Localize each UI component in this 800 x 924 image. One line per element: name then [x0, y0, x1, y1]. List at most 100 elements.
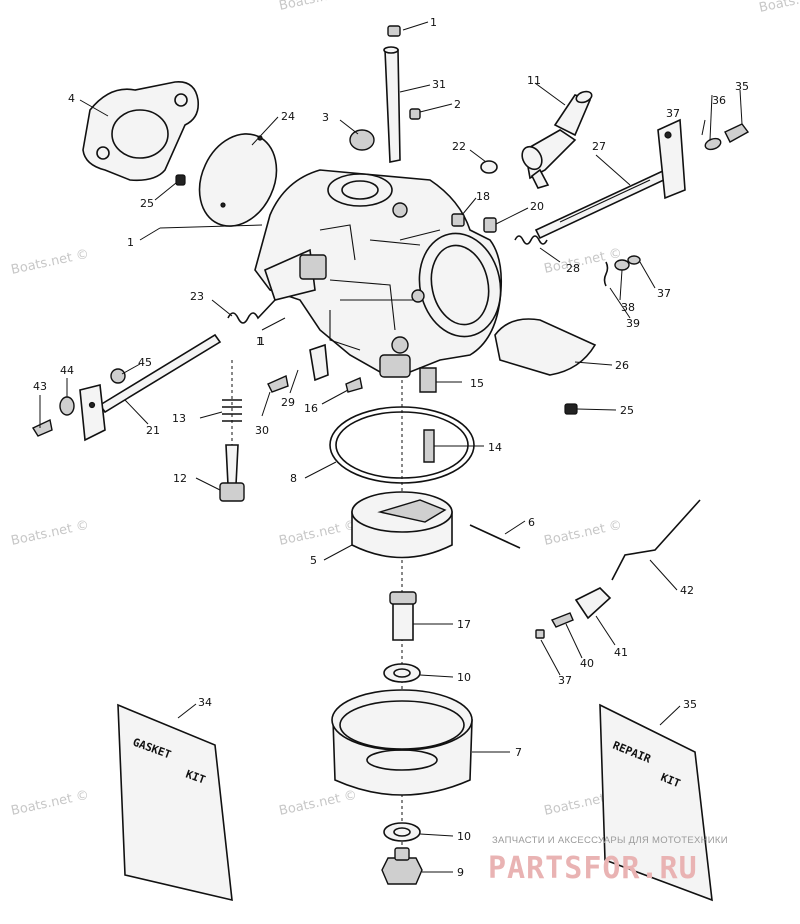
part-clip: [535, 629, 545, 639]
watermark: Boats.net ©: [10, 788, 91, 819]
part-tube: [384, 49, 401, 163]
part-gasket-cover: [494, 318, 597, 376]
part-tube-top: [383, 46, 399, 54]
watermark: Boats.net ©: [10, 518, 91, 549]
callout-number: 3: [322, 111, 329, 124]
part-screw: [31, 418, 53, 437]
part-bracket: [309, 343, 329, 382]
part-spring: [514, 235, 548, 245]
part-mixture-needle: [225, 444, 239, 486]
callout-number: 1: [256, 335, 263, 348]
part-spring-pin: [603, 261, 609, 287]
part-pin: [550, 612, 574, 628]
callout-number: 12: [173, 472, 187, 485]
part-jet: [423, 429, 435, 463]
callout-number: 39: [626, 317, 640, 330]
watermark: Boats.net ©: [278, 518, 359, 549]
part-washer: [383, 663, 421, 683]
callout-number: 27: [592, 140, 606, 153]
part-washer: [704, 137, 722, 151]
part-spring: [222, 399, 242, 422]
callout-number: 36: [712, 94, 726, 107]
callout-number: 9: [457, 866, 464, 879]
callout-number: 5: [310, 554, 317, 567]
part-needle-head: [219, 482, 245, 502]
part-flange-bolt-hole: [174, 93, 188, 107]
callout-number: 16: [304, 402, 318, 415]
part-choke-shaft: [79, 333, 222, 442]
part-screw: [724, 123, 750, 143]
part-main-jet: [392, 599, 414, 641]
part-nut: [110, 368, 126, 384]
callout-number: 38: [621, 301, 635, 314]
part-washer-hole: [393, 827, 411, 837]
branding-tagline: ЗАПЧАСТИ И АКСЕССУАРЫ ДЛЯ МОТОТЕХНИКИ: [492, 835, 728, 846]
callout-number: 31: [432, 78, 446, 91]
branding-logo-part: .RU: [641, 851, 698, 886]
part-flange-gasket: [82, 81, 200, 182]
callout-number: 37: [657, 287, 671, 300]
part-washer-hole: [393, 668, 411, 678]
part-washer: [383, 822, 421, 842]
part-screw: [175, 174, 186, 186]
callout-number: 2: [454, 98, 461, 111]
callout-number: 43: [33, 380, 47, 393]
callout-number: 35: [735, 80, 749, 93]
callout-number: 30: [255, 424, 269, 437]
part-retaining-ring: [480, 160, 498, 174]
callout-number: 23: [190, 290, 204, 303]
branding-logo-part: PARTS: [488, 851, 583, 886]
callout-number: 18: [476, 190, 490, 203]
part-link-wire: [611, 499, 701, 581]
part-washer: [627, 255, 641, 265]
part-carburetor-body: [254, 169, 503, 378]
callout-number: 26: [615, 359, 629, 372]
callout-number: 20: [530, 200, 544, 213]
callout-number: 6: [528, 516, 535, 529]
part-throttle-shaft: [534, 118, 686, 240]
site-branding: ЗАПЧАСТИ И АКСЕССУАРЫ ДЛЯ МОТОТЕХНИКИ PA…: [488, 835, 728, 886]
part-fuel-fitting: [521, 90, 593, 189]
callout-number: 1: [258, 335, 265, 348]
part-plug-cap: [387, 25, 401, 37]
watermark: Boats.net ©: [278, 788, 359, 819]
part-return-spring: [227, 299, 276, 324]
callout-number: 25: [140, 197, 154, 210]
callout-number: 35: [683, 698, 697, 711]
callout-number: 29: [281, 396, 295, 409]
callout-number: 17: [457, 618, 471, 631]
callout-number: 37: [558, 674, 572, 687]
part-spacer: [59, 396, 75, 416]
gasket-kit-card: GASKET KIT: [117, 703, 233, 902]
part-flange-bolt-hole: [96, 146, 110, 160]
callout-number: 14: [488, 441, 502, 454]
part-bowl-gasket: [329, 406, 475, 484]
callout-number: 44: [60, 364, 74, 377]
callout-number: 10: [457, 830, 471, 843]
part-flange-gasket-hole: [111, 109, 169, 159]
watermark: Boats.net ©: [543, 518, 624, 549]
branding-logo: PARTSFOR.RU: [488, 851, 698, 886]
part-welch-plug: [349, 129, 375, 151]
part-cover-screw-hole: [220, 202, 226, 208]
callout-number: 10: [457, 671, 471, 684]
part-float-bowl: [331, 689, 473, 796]
callout-number: 7: [515, 746, 522, 759]
callout-number: 22: [452, 140, 466, 153]
callout-number: 11: [527, 74, 541, 87]
part-screw: [345, 377, 363, 393]
callout-number: 34: [198, 696, 212, 709]
callout-number: 8: [290, 472, 297, 485]
callout-number: 45: [138, 356, 152, 369]
part-main-jet-head: [389, 591, 417, 605]
callout-number: 13: [172, 412, 186, 425]
watermark: Boats.net ©: [543, 246, 624, 277]
part-plug: [483, 217, 497, 233]
callout-number: 41: [614, 646, 628, 659]
watermark: Boats.net ©: [10, 247, 91, 278]
part-screw: [564, 403, 578, 415]
callout-number: 4: [68, 92, 75, 105]
part-bowl-nut-stem: [394, 847, 410, 861]
part-float-pin: [469, 524, 521, 549]
